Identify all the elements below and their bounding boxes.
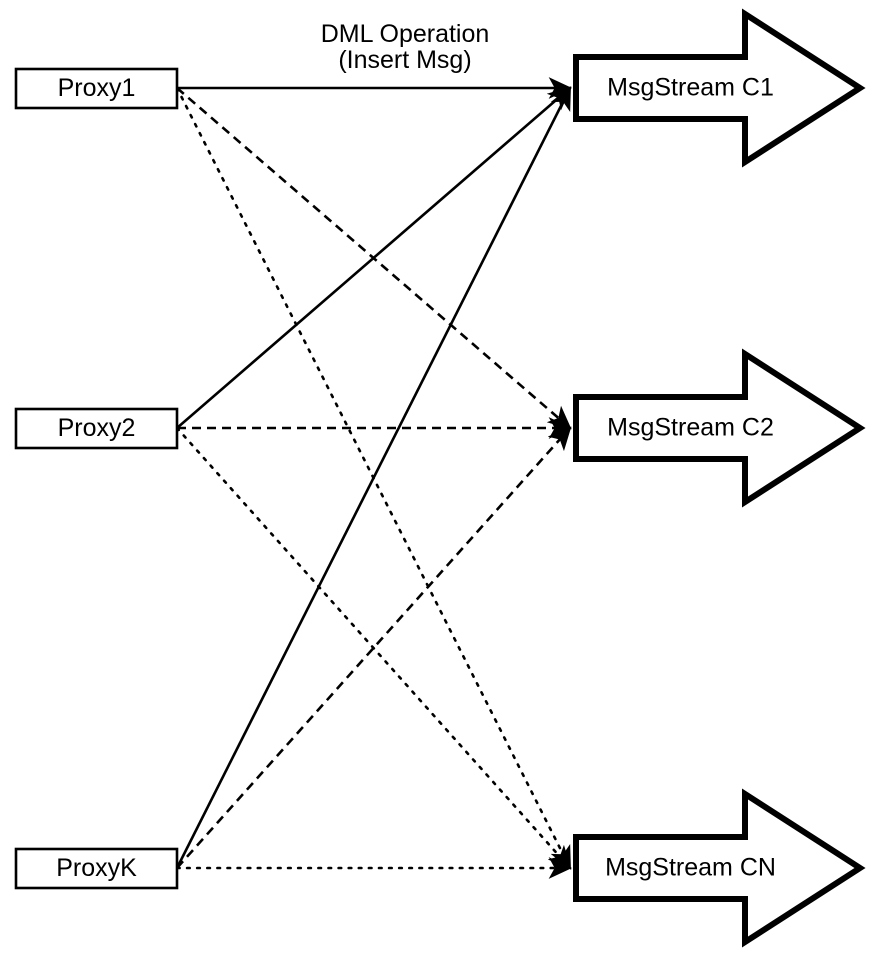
proxy-box-proxy2 — [14, 407, 179, 450]
msgstream-label-c2: MsgStream C2 — [607, 414, 774, 442]
msgstream-node-c1[interactable]: MsgStream C1 — [573, 8, 866, 168]
msgstream-arrow-c2 — [573, 348, 866, 508]
proxy-label-proxy2: Proxy2 — [58, 414, 136, 442]
proxy-node-proxy1[interactable]: Proxy1 — [14, 67, 179, 110]
msgstream-node-cn[interactable]: MsgStream CN — [573, 788, 866, 948]
proxy-box-proxy1 — [14, 67, 179, 110]
msgstream-node-c2[interactable]: MsgStream C2 — [573, 348, 866, 508]
edge-caption: DML Operation (Insert Msg) — [321, 20, 490, 74]
proxy-label-proxy1: Proxy1 — [58, 74, 136, 102]
msgstream-arrow-cn — [573, 788, 866, 948]
connection-lines — [175, 77, 573, 879]
proxy-node-proxyk[interactable]: ProxyK — [14, 847, 179, 890]
edge-caption-line-1: DML Operation — [321, 20, 490, 48]
msgstream-nodes: MsgStream C1 MsgStream C2 MsgStream CN — [573, 8, 866, 948]
msgstream-label-cn: MsgStream CN — [605, 854, 776, 882]
connection-proxy2-to-cn — [175, 426, 572, 870]
edge-caption-line-2: (Insert Msg) — [338, 46, 471, 74]
proxy-label-proxyk: ProxyK — [56, 854, 137, 882]
proxy-box-proxyk — [14, 847, 179, 890]
connection-proxyk-to-c1 — [175, 86, 572, 869]
msgstream-label-c1: MsgStream C1 — [607, 74, 774, 102]
proxy-node-proxy2[interactable]: Proxy2 — [14, 407, 179, 450]
msgstream-arrow-c1 — [573, 8, 866, 168]
connection-proxyk-to-c2 — [176, 426, 572, 869]
connection-proxy2-to-c1 — [176, 86, 572, 429]
